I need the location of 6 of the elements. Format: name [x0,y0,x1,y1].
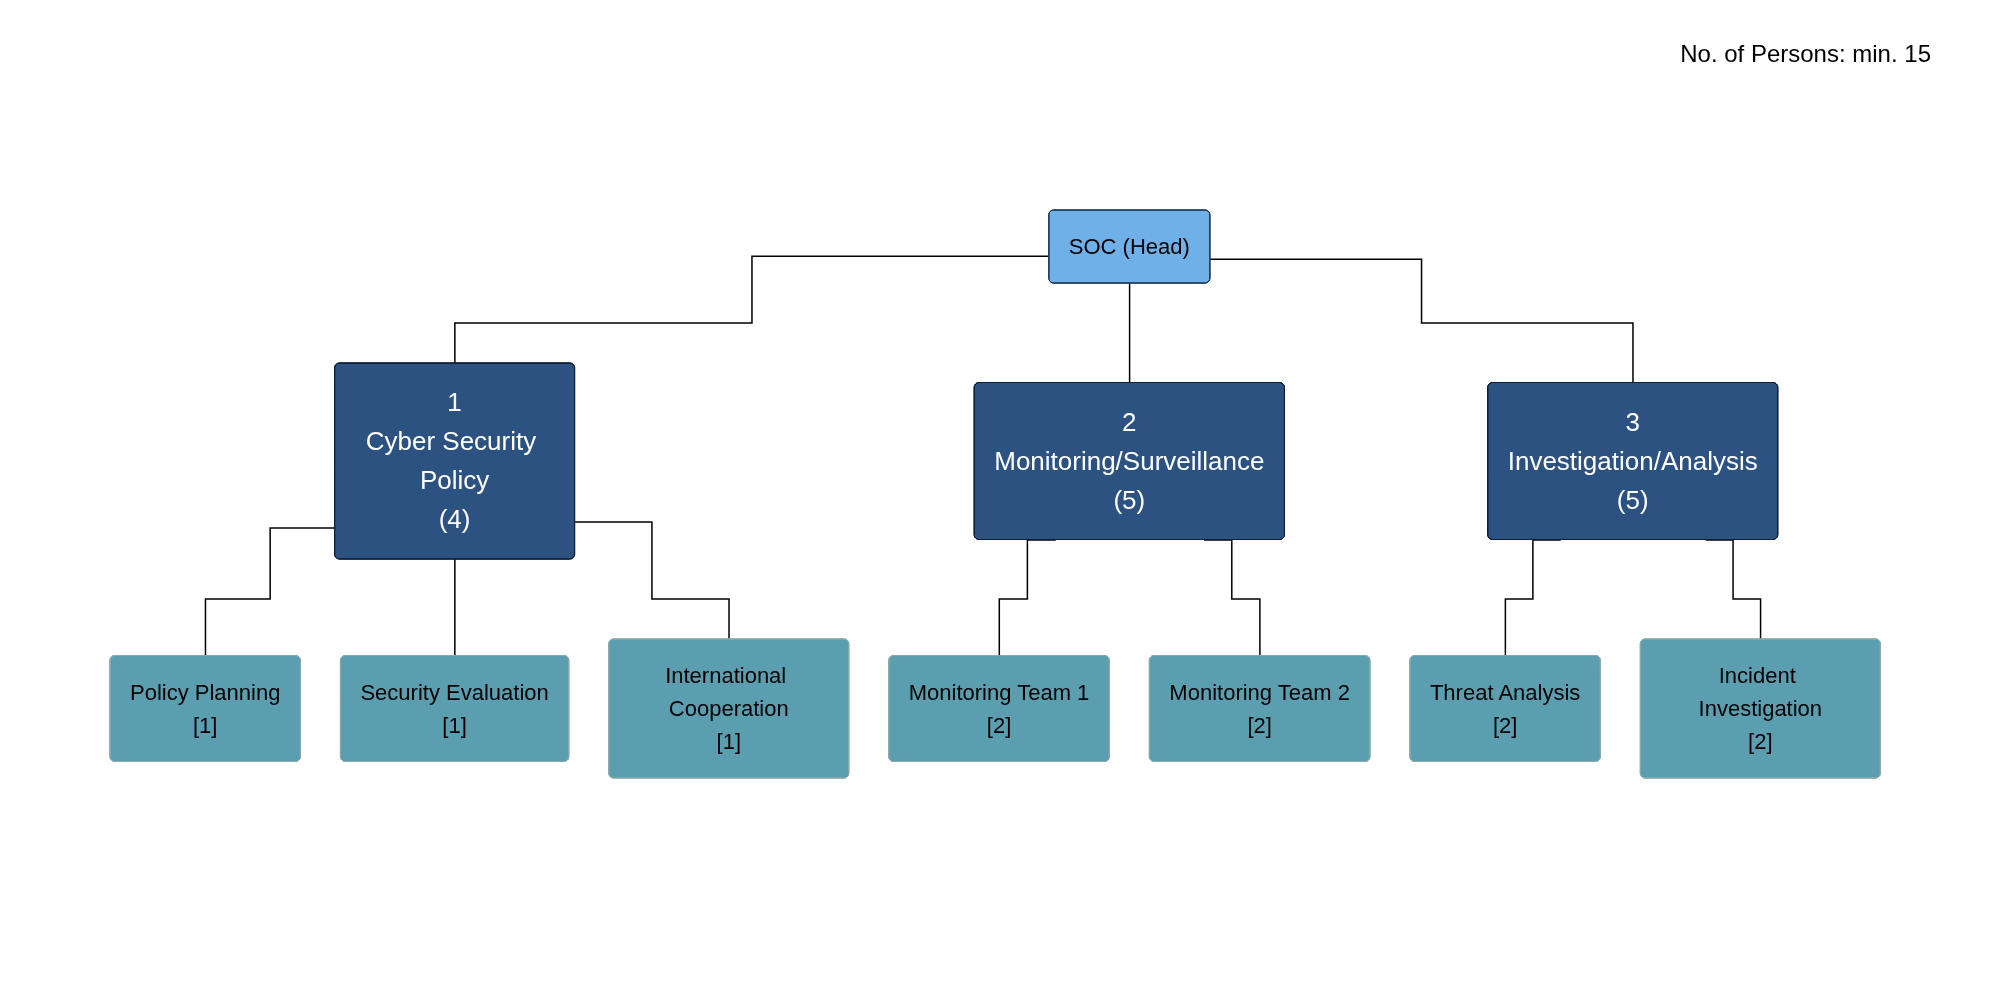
connector [454,558,457,657]
connector [454,255,1051,365]
connector [574,521,731,641]
note-text: No. of Persons: min. 15 [1680,40,1931,68]
connector [1129,282,1131,384]
connector [1209,258,1635,384]
